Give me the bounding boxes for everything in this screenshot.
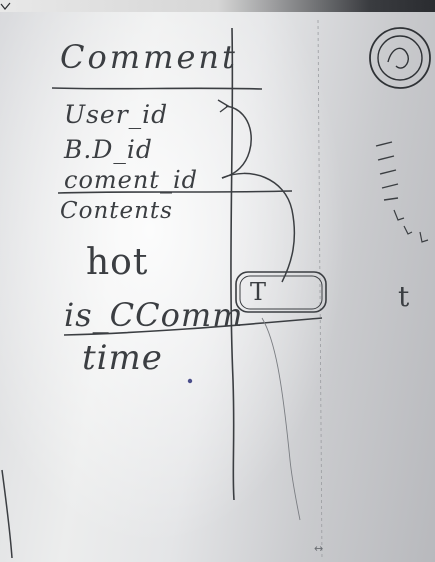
screen-bezel: [0, 0, 435, 12]
field-is-comment: is_CComm: [64, 296, 244, 334]
field-hot: hot: [86, 242, 149, 283]
field-contents: Contents: [60, 198, 173, 224]
resize-handle-icon: ↔: [314, 542, 324, 555]
circle-scribble: [387, 47, 410, 69]
highlight-box: [235, 271, 327, 313]
ink-dot: [187, 378, 193, 384]
faint-curve: [261, 317, 301, 521]
tick-mark: [419, 231, 429, 243]
relation-curve-upper: [221, 105, 252, 179]
tick-mark: [381, 183, 399, 189]
circle-sketch-inner: [377, 35, 423, 81]
tick-mark: [375, 141, 393, 147]
key-section-underline: [57, 190, 293, 194]
tick-mark: [377, 155, 395, 161]
title-underline: [51, 87, 263, 90]
field-comment-id: coment_id: [64, 166, 198, 194]
corner-check-mark: [0, 2, 11, 10]
relation-curve-lower: [221, 172, 296, 283]
side-mark: t: [398, 280, 411, 313]
vertical-divider-line: [230, 27, 235, 501]
tick-mark: [379, 169, 397, 175]
field-user-id: User_id: [64, 100, 169, 129]
box-mark: T: [250, 278, 268, 306]
faint-guide-line: [317, 19, 323, 561]
tick-mark: [403, 225, 413, 235]
field-time: time: [82, 338, 163, 378]
arrowhead-upper: [217, 99, 230, 113]
field-board-id: B.D_id: [64, 135, 153, 164]
tick-mark: [393, 209, 405, 221]
field-underline: [63, 317, 323, 336]
circle-sketch: [369, 27, 431, 89]
left-edge-stroke: [1, 469, 13, 559]
tick-mark: [383, 197, 399, 201]
entity-title: Comment: [60, 38, 238, 76]
highlight-box-inner: [239, 275, 323, 310]
